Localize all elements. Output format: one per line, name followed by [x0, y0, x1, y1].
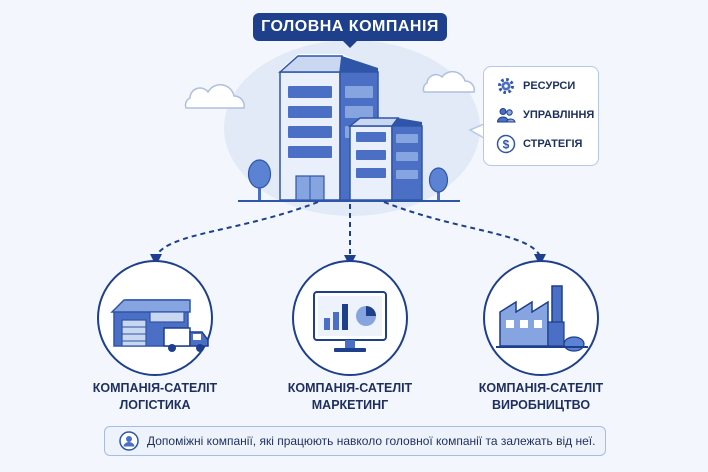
gear-icon	[496, 76, 516, 96]
production-label-line2: ВИРОБНИЦТВО	[491, 398, 591, 412]
production-label-line1: КОМПАНІЯ-САТЕЛІТ	[478, 381, 604, 395]
factory-icon	[496, 285, 588, 352]
management-item: УПРАВЛІННЯ	[496, 105, 594, 125]
production-label: КОМПАНІЯ-САТЕЛІТ ВИРОБНИЦТВО	[456, 380, 626, 414]
resources-panel: РЕСУРСИ УПРАВЛІННЯ $ СТРАТЕГІЯ	[483, 66, 599, 166]
dollar-icon: $	[496, 134, 516, 154]
strategy-label: СТРАТЕГІЯ	[523, 138, 583, 150]
logistics-label-line1: КОМПАНІЯ-САТЕЛІТ	[92, 381, 218, 395]
tree-icon	[428, 167, 449, 200]
footer-text: Допоміжні компанії, які працюють навколо…	[147, 434, 596, 448]
footer-note: Допоміжні компанії, які працюють навколо…	[104, 426, 606, 456]
tree-icon	[247, 159, 272, 200]
user-icon	[119, 431, 139, 451]
management-label: УПРАВЛІННЯ	[523, 109, 595, 121]
office-building-icon	[347, 117, 423, 201]
people-icon	[496, 105, 516, 125]
logistics-label-line2: ЛОГІСТИКА	[119, 398, 191, 412]
strategy-item: $ СТРАТЕГІЯ	[496, 134, 582, 154]
warehouse-truck-icon	[110, 299, 209, 352]
arrow-to-production	[383, 201, 541, 257]
resources-label: РЕСУРСИ	[523, 80, 576, 92]
cloud-icon	[184, 84, 245, 109]
resources-item: РЕСУРСИ	[496, 76, 575, 96]
arrow-to-logistics	[155, 201, 319, 257]
marketing-label-line1: КОМПАНІЯ-САТЕЛІТ	[287, 381, 413, 395]
svg-text:$: $	[503, 138, 510, 152]
monitor-chart-icon	[313, 291, 387, 352]
marketing-label: КОМПАНІЯ-САТЕЛІТ МАРКЕТИНГ	[265, 380, 435, 414]
marketing-label-line2: МАРКЕТИНГ	[311, 398, 389, 412]
page-title: ГОЛОВНА КОМПАНІЯ	[253, 13, 447, 48]
cloud-icon	[422, 70, 475, 93]
logistics-label: КОМПАНІЯ-САТЕЛІТ ЛОГІСТИКА	[70, 380, 240, 414]
